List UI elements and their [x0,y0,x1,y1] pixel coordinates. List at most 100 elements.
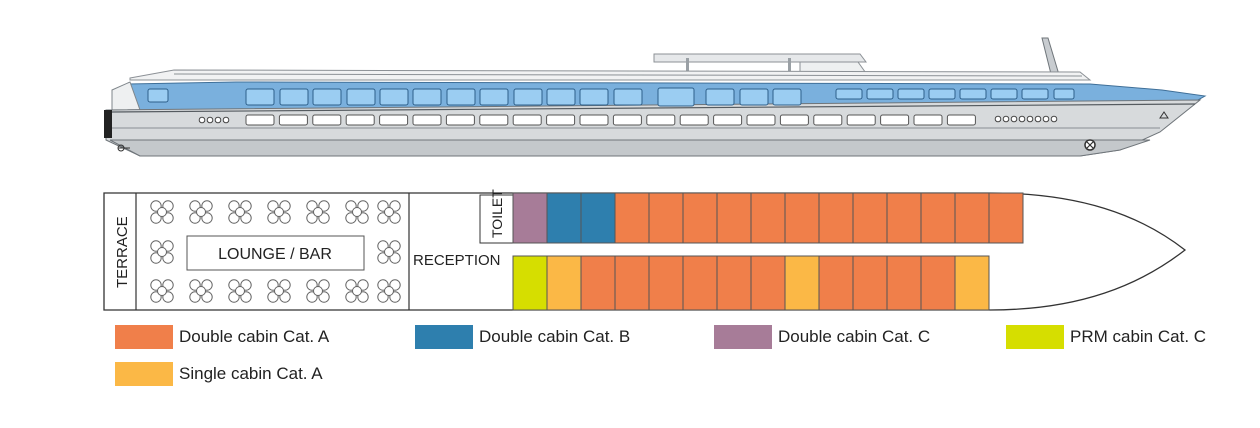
lower-window [278,114,308,126]
cabin-row-top [512,192,1024,244]
porthole [1002,115,1010,123]
lounge-bar-label: LOUNGE / BAR [218,246,332,263]
ship-side-view [104,37,1207,157]
porthole [214,116,222,124]
table-icon [384,286,394,296]
cabin-bottom[interactable] [954,255,990,311]
upper-window [147,88,169,103]
cabin-top[interactable] [954,192,990,244]
table-icon [352,207,362,217]
table-icon [235,286,245,296]
cabin-bottom[interactable] [546,255,582,311]
cabin-top[interactable] [716,192,752,244]
lower-window [813,114,843,126]
legend-item-single-a: Single cabin Cat. A [115,362,323,386]
canopy-post [686,58,689,78]
cabin-top[interactable] [886,192,922,244]
lower-window [479,114,509,126]
legend-label: Double cabin Cat. A [179,327,330,346]
legend-swatch [1006,325,1064,349]
cabin-top[interactable] [988,192,1024,244]
lower-window [679,114,709,126]
lower-window [245,114,275,126]
table-with-chairs [267,200,291,224]
upper-window [312,88,342,106]
table-icon [196,286,206,296]
porthole [1026,115,1034,123]
table-icon [384,207,394,217]
cabin-bottom[interactable] [580,255,616,311]
legend-swatch [714,325,772,349]
lower-window [612,114,642,126]
upper-window [835,88,863,100]
upper-window [990,88,1018,100]
terrace-label: TERRACE [114,216,131,288]
cabin-bottom[interactable] [818,255,854,311]
stern-black [104,110,112,138]
cabin-bottom[interactable] [716,255,752,311]
legend-label: Double cabin Cat. C [778,327,931,346]
cabin-top[interactable] [682,192,718,244]
railing-line [173,73,1083,77]
cabin-top[interactable] [614,192,650,244]
cabin-top[interactable] [784,192,820,244]
cabin-bottom[interactable] [784,255,820,311]
legend-item-double-b: Double cabin Cat. B [415,325,630,349]
legend-swatch [115,362,173,386]
upper-window [412,88,442,106]
table-icon [235,207,245,217]
upper-window [279,88,309,106]
lower-window [546,114,576,126]
table-with-chairs [150,200,174,224]
lower-window [445,114,475,126]
lower-window [412,114,442,126]
cabin-bottom[interactable] [512,255,548,311]
cabin-top[interactable] [750,192,786,244]
cabin-bottom[interactable] [886,255,922,311]
cabin-bottom[interactable] [920,255,956,311]
upper-window [705,88,735,106]
cabin-top[interactable] [580,192,616,244]
table-icon [196,207,206,217]
lower-window [913,114,943,126]
table-with-chairs [345,279,369,303]
upper-window [245,88,275,106]
cabin-bottom[interactable] [614,255,650,311]
cabin-top[interactable] [920,192,956,244]
cabin-top[interactable] [818,192,854,244]
table-with-chairs [189,200,213,224]
cabin-top[interactable] [512,192,548,244]
lower-window [379,114,409,126]
lounge-tables [150,200,401,303]
upper-window [928,88,956,100]
lower-window [312,114,342,126]
legend-item-double-c: Double cabin Cat. C [714,325,930,349]
legend-label: PRM cabin Cat. C [1070,327,1207,346]
cabin-top[interactable] [546,192,582,244]
cabin-bottom[interactable] [750,255,786,311]
porthole [994,115,1002,123]
upper-window [446,88,476,106]
table-with-chairs [267,279,291,303]
legend-swatch [115,325,173,349]
cabin-bottom[interactable] [682,255,718,311]
table-with-chairs [377,279,401,303]
legend-swatch [415,325,473,349]
cabin-bottom[interactable] [852,255,888,311]
table-with-chairs [306,279,330,303]
sundeck-canopy [653,53,867,63]
cabin-top[interactable] [852,192,888,244]
bow-flag-icon [1159,111,1169,119]
table-icon [313,286,323,296]
lower-deck-windows [245,114,976,126]
cabin-top[interactable] [648,192,684,244]
porthole [1034,115,1042,123]
upper-window [866,88,894,100]
table-icon [313,207,323,217]
cabin-bottom[interactable] [648,255,684,311]
table-with-chairs [228,200,252,224]
porthole [1018,115,1026,123]
porthole [222,116,230,124]
table-icon [384,247,394,257]
